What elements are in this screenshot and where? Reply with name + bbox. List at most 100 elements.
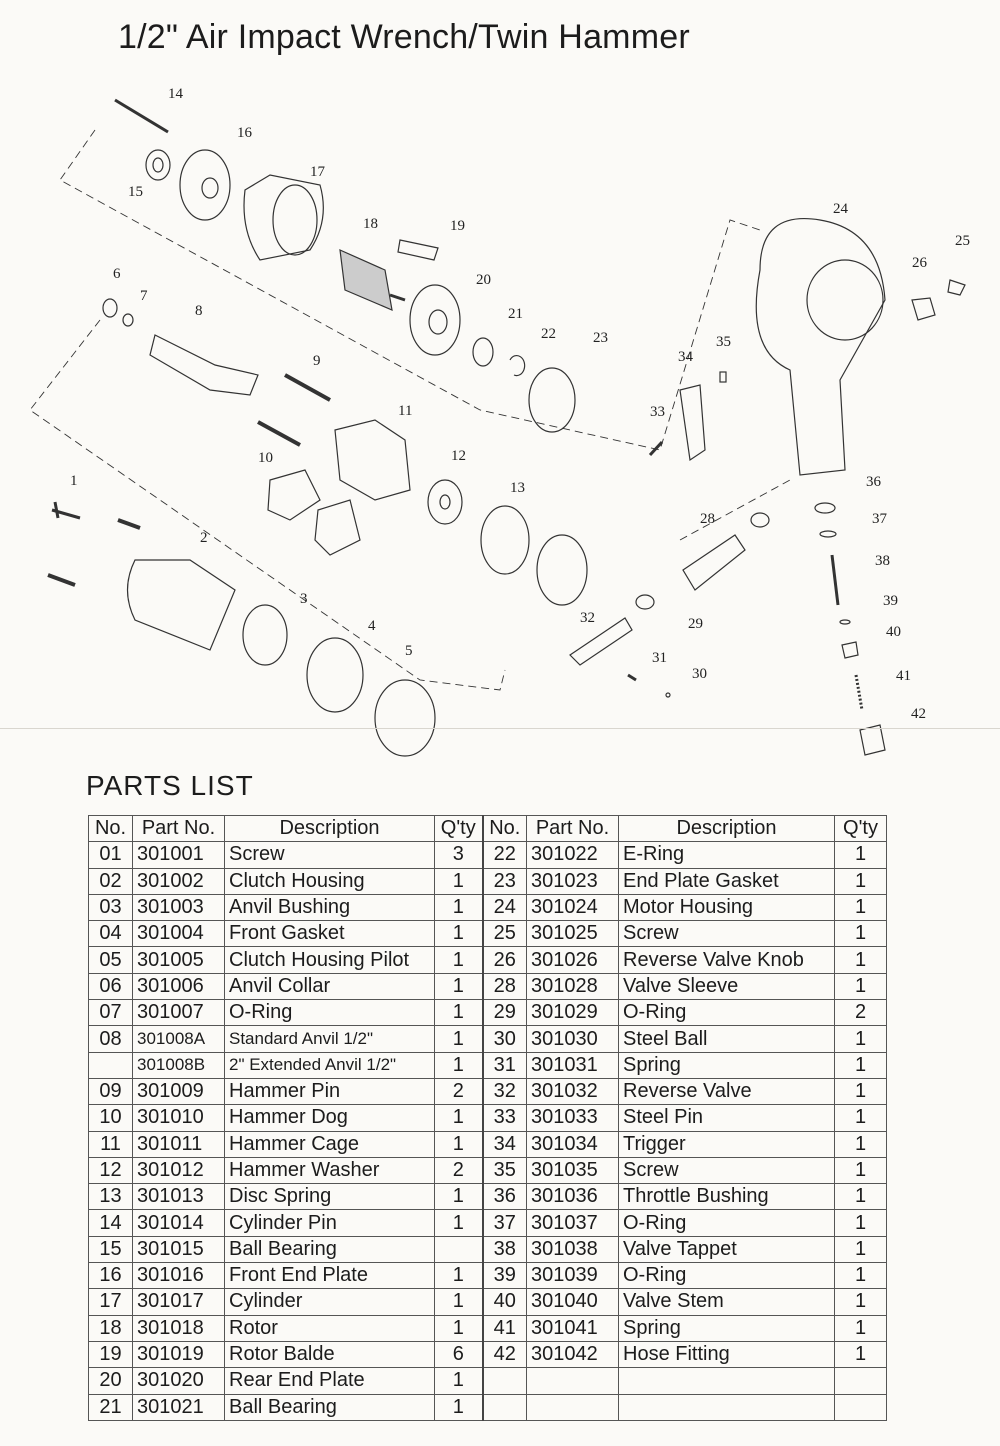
part-number: 301022 (526, 841, 619, 869)
callout-26: 26 (912, 255, 928, 271)
fold-line (0, 728, 1000, 729)
part-number: 301012 (132, 1156, 225, 1185)
callout-35: 35 (716, 334, 731, 350)
part-quantity: 2 (434, 1156, 483, 1185)
part-number-index: 18 (88, 1314, 133, 1342)
callout-38: 38 (875, 553, 890, 569)
part-description: Steel Pin (618, 1104, 835, 1132)
part-description: Valve Stem (618, 1288, 835, 1316)
part-number: 301037 (526, 1209, 619, 1237)
part-description: Cylinder Pin (224, 1209, 435, 1237)
part-number-index: 21 (88, 1393, 133, 1421)
part-quantity: 1 (834, 972, 887, 1001)
part-number-index: 05 (88, 946, 133, 974)
callout-10: 10 (258, 450, 273, 466)
part-description: Steel Ball (618, 1025, 835, 1053)
part-description: Front Gasket (224, 920, 435, 948)
part-description: Reverse Valve Knob (618, 946, 835, 974)
callout-12: 12 (451, 448, 466, 464)
part-number-index: 26 (481, 946, 527, 974)
part-quantity: 2 (434, 1077, 483, 1106)
callout-39: 39 (883, 593, 898, 609)
part-number: 301024 (526, 893, 619, 922)
part-quantity: 1 (834, 867, 887, 895)
part-quantity: 1 (834, 1340, 887, 1369)
part-description: End Plate Gasket (618, 867, 835, 895)
part-quantity: 1 (434, 1025, 483, 1053)
part-quantity: 1 (834, 946, 887, 974)
part-number-index (481, 1393, 527, 1421)
part-number: 301030 (526, 1025, 619, 1053)
callout-7: 7 (140, 288, 148, 304)
part-number-index: 22 (481, 841, 527, 869)
part-number-index: 35 (481, 1156, 527, 1185)
callout-1: 1 (70, 473, 78, 489)
part-number: 301011 (132, 1130, 225, 1158)
part-quantity: 1 (434, 972, 483, 1001)
part-number-index: 33 (481, 1104, 527, 1132)
part-description (618, 1367, 835, 1395)
callout-41: 41 (896, 668, 911, 684)
part-number: 301029 (526, 999, 619, 1027)
part-number-index: 19 (88, 1340, 133, 1369)
callout-14: 14 (168, 86, 184, 102)
part-description: O-Ring (618, 1262, 835, 1290)
part-number: 301018 (132, 1314, 225, 1342)
part-number: 301031 (526, 1051, 619, 1079)
part-description: Ball Bearing (224, 1393, 435, 1421)
part-number-index: 11 (88, 1130, 133, 1158)
part-description: Trigger (618, 1130, 835, 1158)
parts-list-title: PARTS LIST (86, 770, 254, 801)
part-quantity: 1 (434, 1288, 483, 1316)
part-quantity: 2 (834, 999, 887, 1027)
part-description: Hammer Cage (224, 1130, 435, 1158)
part-number-index: 01 (88, 841, 133, 869)
part-quantity: 1 (434, 1104, 483, 1132)
header-qty: Q'ty (434, 814, 483, 843)
part-description: Disc Spring (224, 1183, 435, 1211)
part-description: Screw (224, 841, 435, 869)
callout-2: 2 (200, 530, 208, 546)
header-part-no: Part No. (132, 814, 225, 843)
part-description: Rear End Plate (224, 1367, 435, 1395)
parts-list-table: No. Part No. Description Q'ty No. Part N… (88, 814, 887, 1421)
part-number-index: 16 (88, 1262, 133, 1290)
part-description: Ball Bearing (224, 1235, 435, 1264)
part-quantity: 1 (834, 1051, 887, 1079)
part-number: 301041 (526, 1314, 619, 1342)
part-number-index: 04 (88, 920, 133, 948)
header-no: No. (88, 814, 133, 843)
part-number: 301010 (132, 1104, 225, 1132)
callout-24: 24 (833, 201, 849, 217)
part-number: 301002 (132, 867, 225, 895)
part-number: 301035 (526, 1156, 619, 1185)
part-description: Hammer Washer (224, 1156, 435, 1185)
part-number: 301032 (526, 1077, 619, 1106)
part-number-index: 42 (481, 1340, 527, 1369)
part-number-index: 07 (88, 999, 133, 1027)
callout-20: 20 (476, 272, 491, 288)
callout-8: 8 (195, 303, 203, 319)
part-quantity: 1 (434, 1130, 483, 1158)
part-number-index: 24 (481, 893, 527, 922)
part-number-index: 14 (88, 1209, 133, 1237)
header-description: Description (224, 814, 435, 843)
part-number-index: 23 (481, 867, 527, 895)
part-number-index: 17 (88, 1288, 133, 1316)
part-number: 301004 (132, 920, 225, 948)
part-description: E-Ring (618, 841, 835, 869)
callout-11: 11 (398, 403, 412, 419)
callout-16: 16 (237, 125, 253, 141)
part-description: Hammer Dog (224, 1104, 435, 1132)
part-number-index: 28 (481, 972, 527, 1001)
